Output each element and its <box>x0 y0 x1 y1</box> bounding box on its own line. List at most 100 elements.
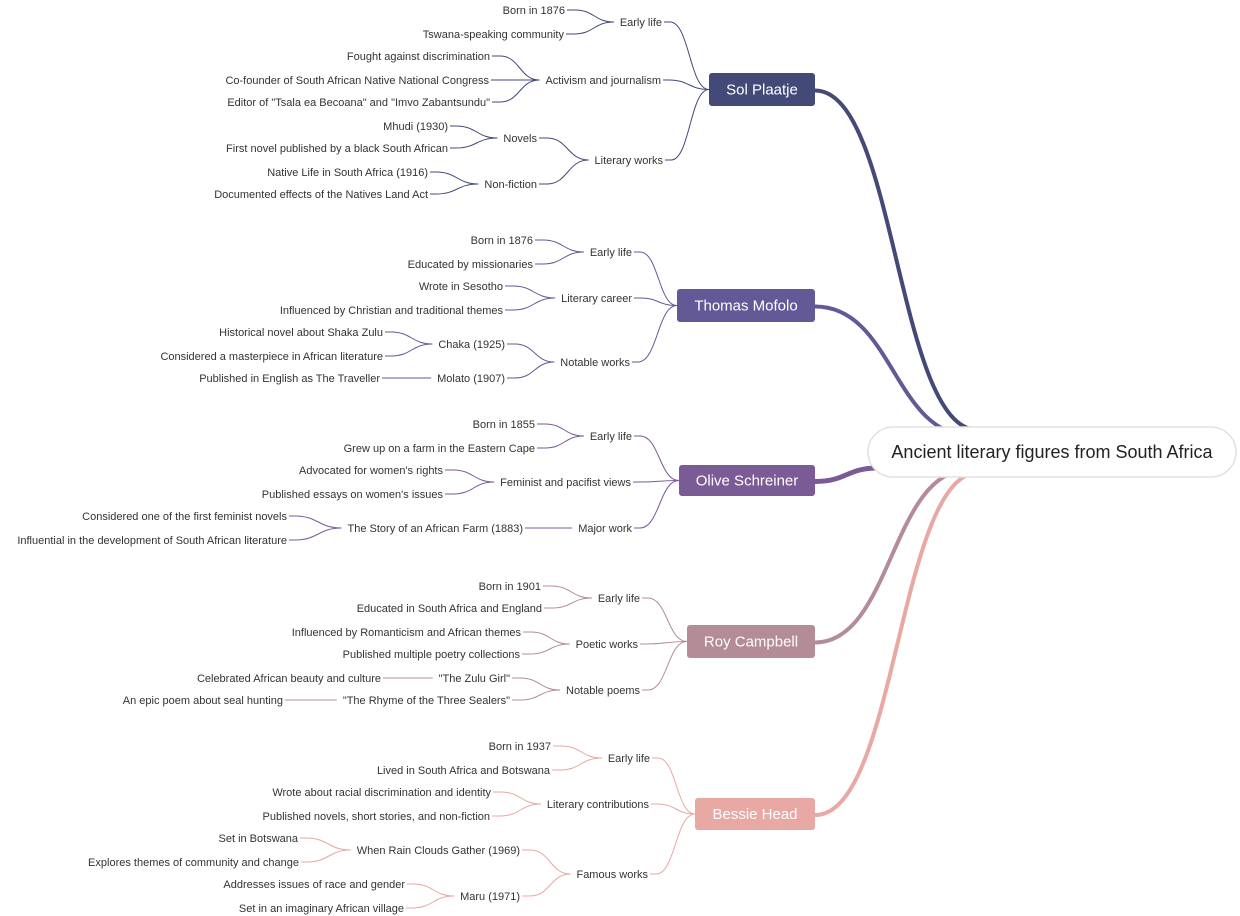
subtopic-node[interactable]: Molato (1907) <box>437 373 505 385</box>
leaf-node[interactable]: Educated in South Africa and England <box>357 603 542 615</box>
link-olive-schreiner-detail <box>294 515 342 529</box>
leaf-node[interactable]: Fought against discrimination <box>347 51 490 63</box>
leaf-node[interactable]: Set in Botswana <box>219 833 299 845</box>
root-node-box <box>867 426 1237 478</box>
link-root-roy-campbell <box>813 468 970 645</box>
topic-famous-works[interactable]: Famous works <box>576 869 648 881</box>
leaf-node[interactable]: Wrote in Sesotho <box>419 281 503 293</box>
leaf-node[interactable]: Wrote about racial discrimination and id… <box>272 787 491 799</box>
link-sol-plaatje-detail <box>455 137 498 149</box>
topic-major-work[interactable]: Major work <box>578 523 632 535</box>
figure-node-bessie-head[interactable]: Bessie Head <box>695 798 815 830</box>
figure-node-roy-campbell[interactable]: Roy Campbell <box>687 625 815 658</box>
leaf-node[interactable]: Born in 1901 <box>479 581 541 593</box>
leaf-node[interactable]: Influential in the development of South … <box>17 535 287 547</box>
leaf-node[interactable]: Lived in South Africa and Botswana <box>377 765 551 777</box>
link-thomas-mofolo-topic <box>637 305 678 363</box>
link-olive-schreiner-topic <box>638 480 680 483</box>
root-node[interactable]: Ancient literary figures from South Afri… <box>867 426 1237 478</box>
link-sol-plaatje-detail <box>435 183 479 195</box>
link-root-sol-plaatje <box>813 88 980 432</box>
figure-label: Olive Schreiner <box>696 473 799 490</box>
link-thomas-mofolo-leaf <box>514 361 555 379</box>
leaf-node[interactable]: Set in an imaginary African village <box>239 903 404 915</box>
figure-label: Bessie Head <box>712 806 797 823</box>
subtopic-node[interactable]: Maru (1971) <box>460 891 520 903</box>
leaf-node[interactable]: Documented effects of the Natives Land A… <box>214 189 428 201</box>
topic-notable-poems[interactable]: Notable poems <box>566 685 640 697</box>
figure-node-box <box>687 625 815 658</box>
leaf-node[interactable]: Tswana-speaking community <box>423 29 565 41</box>
leaf-node[interactable]: Influenced by Romanticism and African th… <box>292 627 522 639</box>
leaf-node[interactable]: Published multiple poetry collections <box>343 649 521 661</box>
link-roy-campbell-leaf <box>530 631 570 645</box>
leaf-node[interactable]: Born in 1876 <box>503 5 565 17</box>
subtopic-node[interactable]: "The Rhyme of the Three Sealers" <box>343 695 510 707</box>
link-olive-schreiner-leaf <box>544 435 584 449</box>
topic-early-life[interactable]: Early life <box>590 247 632 259</box>
topic-feminist-and-pacifist-views[interactable]: Feminist and pacifist views <box>500 477 631 489</box>
topic-notable-works[interactable]: Notable works <box>560 357 630 369</box>
leaf-node[interactable]: Historical novel about Shaka Zulu <box>219 327 383 339</box>
link-thomas-mofolo-detail <box>390 343 433 357</box>
leaf-node[interactable]: Considered a masterpiece in African lite… <box>160 351 383 363</box>
topic-early-life[interactable]: Early life <box>620 17 662 29</box>
link-thomas-mofolo-topic <box>639 251 678 306</box>
link-root-olive-schreiner <box>812 465 881 484</box>
topic-literary-contributions[interactable]: Literary contributions <box>547 799 650 811</box>
figure-node-thomas-mofolo[interactable]: Thomas Mofolo <box>677 289 815 322</box>
topic-early-life[interactable]: Early life <box>598 593 640 605</box>
subtopic-node[interactable]: Non-fiction <box>484 179 537 191</box>
leaf-node[interactable]: Native Life in South Africa (1916) <box>267 167 428 179</box>
connector-lines <box>285 9 982 909</box>
leaf-node[interactable]: Editor of "Tsala ea Becoana" and "Imvo Z… <box>227 97 490 109</box>
link-roy-campbell-topic <box>647 641 688 691</box>
topic-poetic-works[interactable]: Poetic works <box>576 639 639 651</box>
subtopic-node[interactable]: Chaka (1925) <box>438 339 505 351</box>
topic-early-life[interactable]: Early life <box>590 431 632 443</box>
leaf-node[interactable]: Co-founder of South African Native Natio… <box>225 75 489 87</box>
leaf-node[interactable]: Born in 1937 <box>489 741 551 753</box>
leaf-node[interactable]: Educated by missionaries <box>408 259 534 271</box>
link-olive-schreiner-leaf <box>452 481 495 495</box>
leaf-node[interactable]: Published novels, short stories, and non… <box>263 811 490 823</box>
link-bessie-head-leaf <box>560 745 602 759</box>
link-bessie-head-leaf <box>529 873 571 897</box>
link-thomas-mofolo-leaf <box>512 285 556 299</box>
topic-early-life[interactable]: Early life <box>608 753 650 765</box>
topic-literary-career[interactable]: Literary career <box>561 293 632 305</box>
leaf-node[interactable]: Explores themes of community and change <box>88 857 299 869</box>
figure-node-olive-schreiner[interactable]: Olive Schreiner <box>679 465 815 496</box>
link-roy-campbell-topic <box>647 597 688 642</box>
leaf-node[interactable]: Influenced by Christian and traditional … <box>280 305 504 317</box>
leaf-node[interactable]: Born in 1876 <box>471 235 533 247</box>
subtopic-node[interactable]: The Story of an African Farm (1883) <box>348 523 523 535</box>
leaf-node[interactable]: Born in 1855 <box>473 419 535 431</box>
subtopic-node[interactable]: "The Zulu Girl" <box>439 673 510 685</box>
topic-activism-and-journalism[interactable]: Activism and journalism <box>545 75 661 87</box>
topic-literary-works[interactable]: Literary works <box>595 155 664 167</box>
leaf-node[interactable]: An epic poem about seal hunting <box>123 695 283 707</box>
link-thomas-mofolo-leaf <box>542 239 584 253</box>
link-bessie-head-detail <box>411 895 455 909</box>
leaf-node[interactable]: Addresses issues of race and gender <box>223 879 405 891</box>
link-bessie-head-detail <box>305 837 351 851</box>
leaf-node[interactable]: Published essays on women's issues <box>262 489 444 501</box>
subtopic-node[interactable]: Novels <box>503 133 537 145</box>
leaf-node[interactable]: Considered one of the first feminist nov… <box>82 511 287 523</box>
link-sol-plaatje-leaf <box>546 159 589 185</box>
leaf-node[interactable]: Published in English as The Traveller <box>199 373 380 385</box>
figure-node-sol-plaatje[interactable]: Sol Plaatje <box>709 73 815 106</box>
link-sol-plaatje-leaf <box>546 137 589 161</box>
leaf-node[interactable]: Grew up on a farm in the Eastern Cape <box>344 443 535 455</box>
subtopic-node[interactable]: When Rain Clouds Gather (1969) <box>357 845 520 857</box>
link-olive-schreiner-topic <box>639 480 680 529</box>
leaf-node[interactable]: Mhudi (1930) <box>383 121 448 133</box>
leaf-node[interactable]: Celebrated African beauty and culture <box>197 673 381 685</box>
link-root-thomas-mofolo <box>813 304 974 438</box>
leaf-node[interactable]: Advocated for women's rights <box>299 465 443 477</box>
link-sol-plaatje-detail <box>455 125 498 139</box>
link-bessie-head-leaf <box>500 791 541 805</box>
link-olive-schreiner-leaf <box>452 469 495 483</box>
leaf-node[interactable]: First novel published by a black South A… <box>226 143 448 155</box>
